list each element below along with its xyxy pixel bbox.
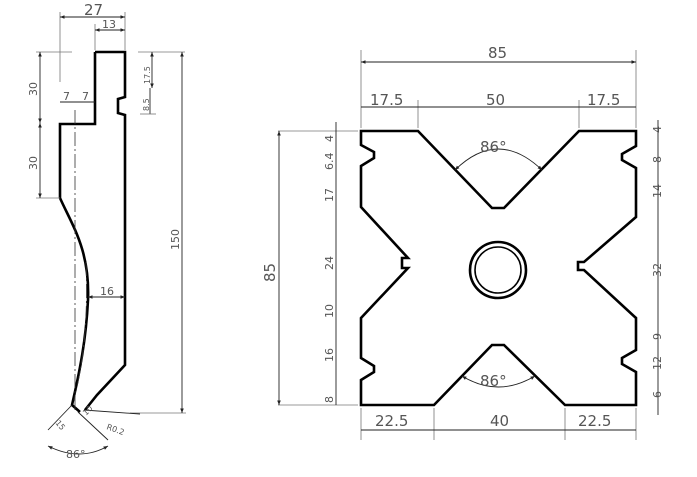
dim-left-17: 17 <box>323 188 336 202</box>
dim-17-5-left: 17.5 <box>370 91 403 109</box>
dim-r0-2: R0.2 <box>105 422 125 437</box>
dim-40: 40 <box>490 412 509 430</box>
dim-50: 50 <box>486 91 505 109</box>
dim-17-5: 17.5 <box>143 66 152 84</box>
dim-30-upper: 30 <box>27 82 40 96</box>
dim-15: 15 <box>53 419 66 433</box>
dim-150: 150 <box>169 229 182 250</box>
dim-85-left: 85 <box>261 263 279 282</box>
dim-right-32: 32 <box>651 263 664 277</box>
dim-7-right: 7 <box>82 90 89 103</box>
dim-right-8: 8 <box>651 156 664 163</box>
dim-85-top: 85 <box>488 44 507 62</box>
dim-10: 10 <box>81 404 95 418</box>
dim-left-16: 16 <box>323 348 336 362</box>
dim-22-5-left: 22.5 <box>375 412 408 430</box>
dim-right-9: 9 <box>651 333 664 340</box>
dim-angle-top: 86° <box>480 138 507 156</box>
dim-17-5-right: 17.5 <box>587 91 620 109</box>
dim-86-punch: 86° <box>66 448 86 461</box>
die-center-hole-outer <box>468 240 528 300</box>
dim-left-10: 10 <box>323 304 336 318</box>
punch-arc-centerline <box>73 261 87 401</box>
dim-27: 27 <box>84 1 103 19</box>
dim-left-6-4: 6.4 <box>323 153 336 171</box>
die-outline <box>359 129 638 407</box>
dim-13: 13 <box>102 18 116 31</box>
punch-drawing: 27 13 30 30 7 7 17.5 8.5 150 16 15 10 R0… <box>27 1 186 461</box>
dim-angle-bottom: 86° <box>480 372 507 390</box>
dim-left-8: 8 <box>323 396 336 403</box>
dim-7-left: 7 <box>63 90 70 103</box>
die-drawing: 85 17.5 50 17.5 22.5 40 22.5 85 4 6.4 17… <box>261 44 664 440</box>
dim-right-14: 14 <box>651 184 664 198</box>
die-center-hole-inner <box>474 246 522 294</box>
dim-right-12: 12 <box>651 356 664 370</box>
dim-right-6: 6 <box>651 391 664 398</box>
dim-22-5-right: 22.5 <box>578 412 611 430</box>
dim-left-24: 24 <box>323 256 336 270</box>
dim-left-4: 4 <box>323 135 336 142</box>
dim-16: 16 <box>100 285 114 298</box>
dim-30-lower: 30 <box>27 156 40 170</box>
dim-right-4: 4 <box>651 126 664 133</box>
dim-8-5: 8.5 <box>142 98 151 111</box>
punch-outline <box>58 50 127 413</box>
